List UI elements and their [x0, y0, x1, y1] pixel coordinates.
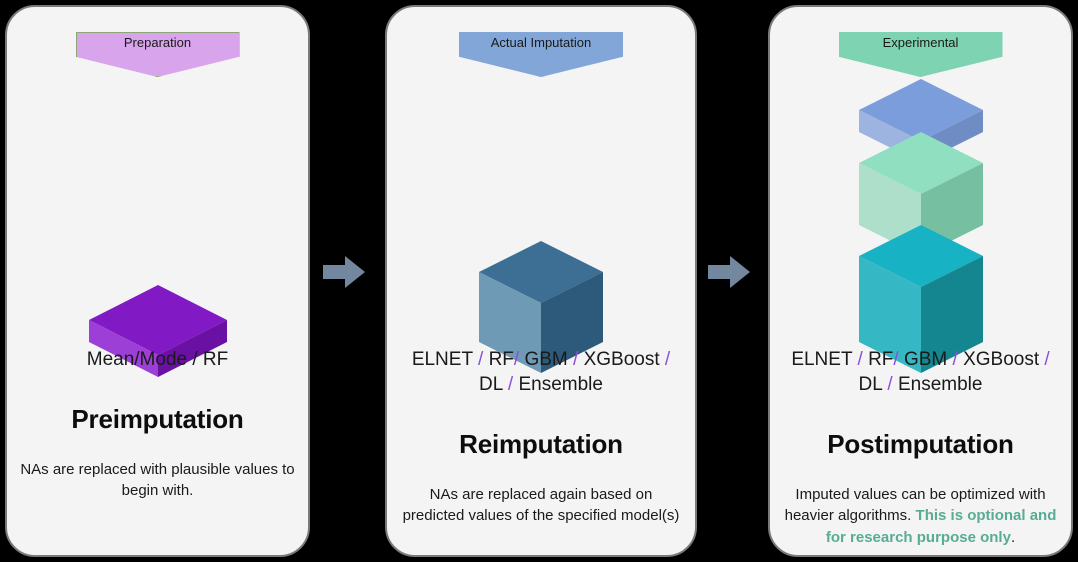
- slab-faces: [88, 285, 227, 377]
- stage-banner-label: Actual Imputation: [490, 35, 592, 50]
- stage-illustration: [770, 79, 1071, 373]
- model-separator: /: [659, 349, 671, 370]
- arrow-head-icon: [730, 256, 750, 288]
- stage-banner: Experimental: [838, 32, 1003, 77]
- arrow-reimputation-to-postimputation: [708, 256, 750, 288]
- model-name: ELNET: [411, 349, 473, 370]
- cube-faces: [479, 241, 603, 373]
- model-separator: /: [882, 374, 898, 396]
- purple-slab-block: [88, 285, 227, 377]
- model-separator: /: [472, 349, 489, 370]
- model-name: XGBoost: [957, 349, 1040, 370]
- stage-illustration: [7, 87, 308, 377]
- arrow-shaft: [708, 265, 732, 279]
- cube-face-left: [479, 272, 541, 373]
- model-name: DL: [858, 374, 883, 396]
- arrow-head-icon: [345, 256, 365, 288]
- model-separator: /: [947, 349, 958, 370]
- stage-banner-label: Experimental: [882, 35, 959, 50]
- bottom-block-teal-faces: [858, 225, 983, 373]
- model-name: RF: [488, 349, 514, 370]
- model-separator: /: [502, 374, 519, 396]
- model-name: GBM: [903, 349, 948, 370]
- stage-description: Imputed values can be optimized with hea…: [782, 484, 1059, 548]
- stage-heading: Preimputation: [71, 404, 244, 435]
- model-name: ELNET: [791, 349, 853, 370]
- description-text: .: [1010, 528, 1016, 546]
- model-name: RF: [868, 349, 894, 370]
- stage-banner: Actual Imputation: [459, 32, 623, 77]
- model-name: XGBoost: [578, 349, 660, 370]
- model-name: GBM: [524, 349, 568, 370]
- stage-banner: Preparation: [75, 32, 240, 77]
- description-text: NAs are replaced with plausible values t…: [20, 461, 295, 500]
- model-separator: /: [893, 349, 904, 370]
- slab-face-left: [88, 320, 158, 377]
- model-separator: /: [852, 349, 869, 370]
- model-name: Mean/Mode / RF: [86, 349, 229, 370]
- stage-heading: Postimputation: [827, 429, 1014, 460]
- stage-description: NAs are replaced again based on predicte…: [399, 484, 683, 527]
- model-list: Mean/Mode / RF: [19, 347, 296, 372]
- description-text: NAs are replaced again based on predicte…: [402, 486, 680, 525]
- model-name: DL: [479, 374, 503, 396]
- stage-illustration: [387, 87, 695, 373]
- slab-face-right: [157, 320, 227, 377]
- model-list: ELNET / RF/ GBM / XGBoost / DL / Ensembl…: [399, 347, 683, 397]
- model-name: Ensemble: [897, 374, 983, 396]
- description-highlight: This is optional and for research purpos…: [825, 507, 1057, 546]
- model-separator: /: [567, 349, 579, 370]
- stage-description: NAs are replaced with plausible values t…: [19, 459, 296, 502]
- bottom-block-teal-face-right: [920, 256, 983, 373]
- stage-text-block: ELNET / RF/ GBM / XGBoost / DL / Ensembl…: [782, 347, 1059, 548]
- slab: [88, 285, 227, 377]
- arrow-shaft: [323, 265, 347, 279]
- stage-text-block: ELNET / RF/ GBM / XGBoost / DL / Ensembl…: [399, 347, 683, 527]
- stage-banner-label: Preparation: [123, 35, 192, 50]
- description-text: Imputed values can be optimized with hea…: [784, 486, 1046, 525]
- arrow-preimputation-to-reimputation: [323, 256, 365, 288]
- bottom-block-teal-face-left: [858, 256, 921, 373]
- blue-cube-block: [479, 241, 603, 373]
- cube-face-right: [541, 272, 603, 373]
- bottom-block-teal: [858, 225, 983, 373]
- model-separator: /: [1039, 349, 1050, 370]
- cube: [479, 241, 603, 373]
- model-name: Ensemble: [518, 374, 603, 396]
- model-separator: /: [513, 349, 525, 370]
- model-list: ELNET / RF/ GBM / XGBoost / DL / Ensembl…: [782, 347, 1059, 397]
- stacked-three-block-tower: [858, 79, 983, 373]
- stage-heading: Reimputation: [459, 429, 623, 460]
